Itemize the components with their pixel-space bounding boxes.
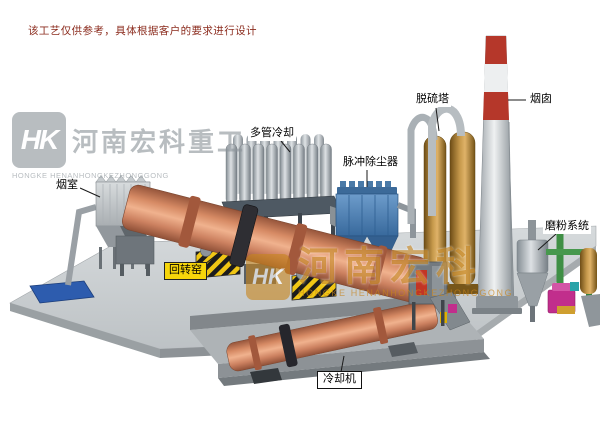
rotary-kiln [121,184,428,303]
label-multi-tube-cooler: 多管冷却 [248,127,296,141]
disclaimer-text: 该工艺仅供参考，具体根据客户的要求进行设计 [28,25,257,37]
grinding-system [516,220,600,327]
label-rotary-kiln: 回转窑 [164,262,207,280]
cooling-machine [226,300,438,384]
leader-lines [79,99,557,373]
label-cooling-machine: 冷却机 [317,371,362,389]
label-smoke-chamber: 烟室 [54,179,80,193]
label-chimney: 烟囱 [528,93,554,107]
desulfurization-towers [407,104,480,294]
chimney [472,35,522,314]
label-grinding-system: 磨粉系统 [543,220,591,234]
label-pulse-dust-collector: 脉冲除尘器 [341,156,400,170]
kiln-outlet [408,261,471,331]
label-desulfurization-tower: 脱硫塔 [414,93,451,107]
